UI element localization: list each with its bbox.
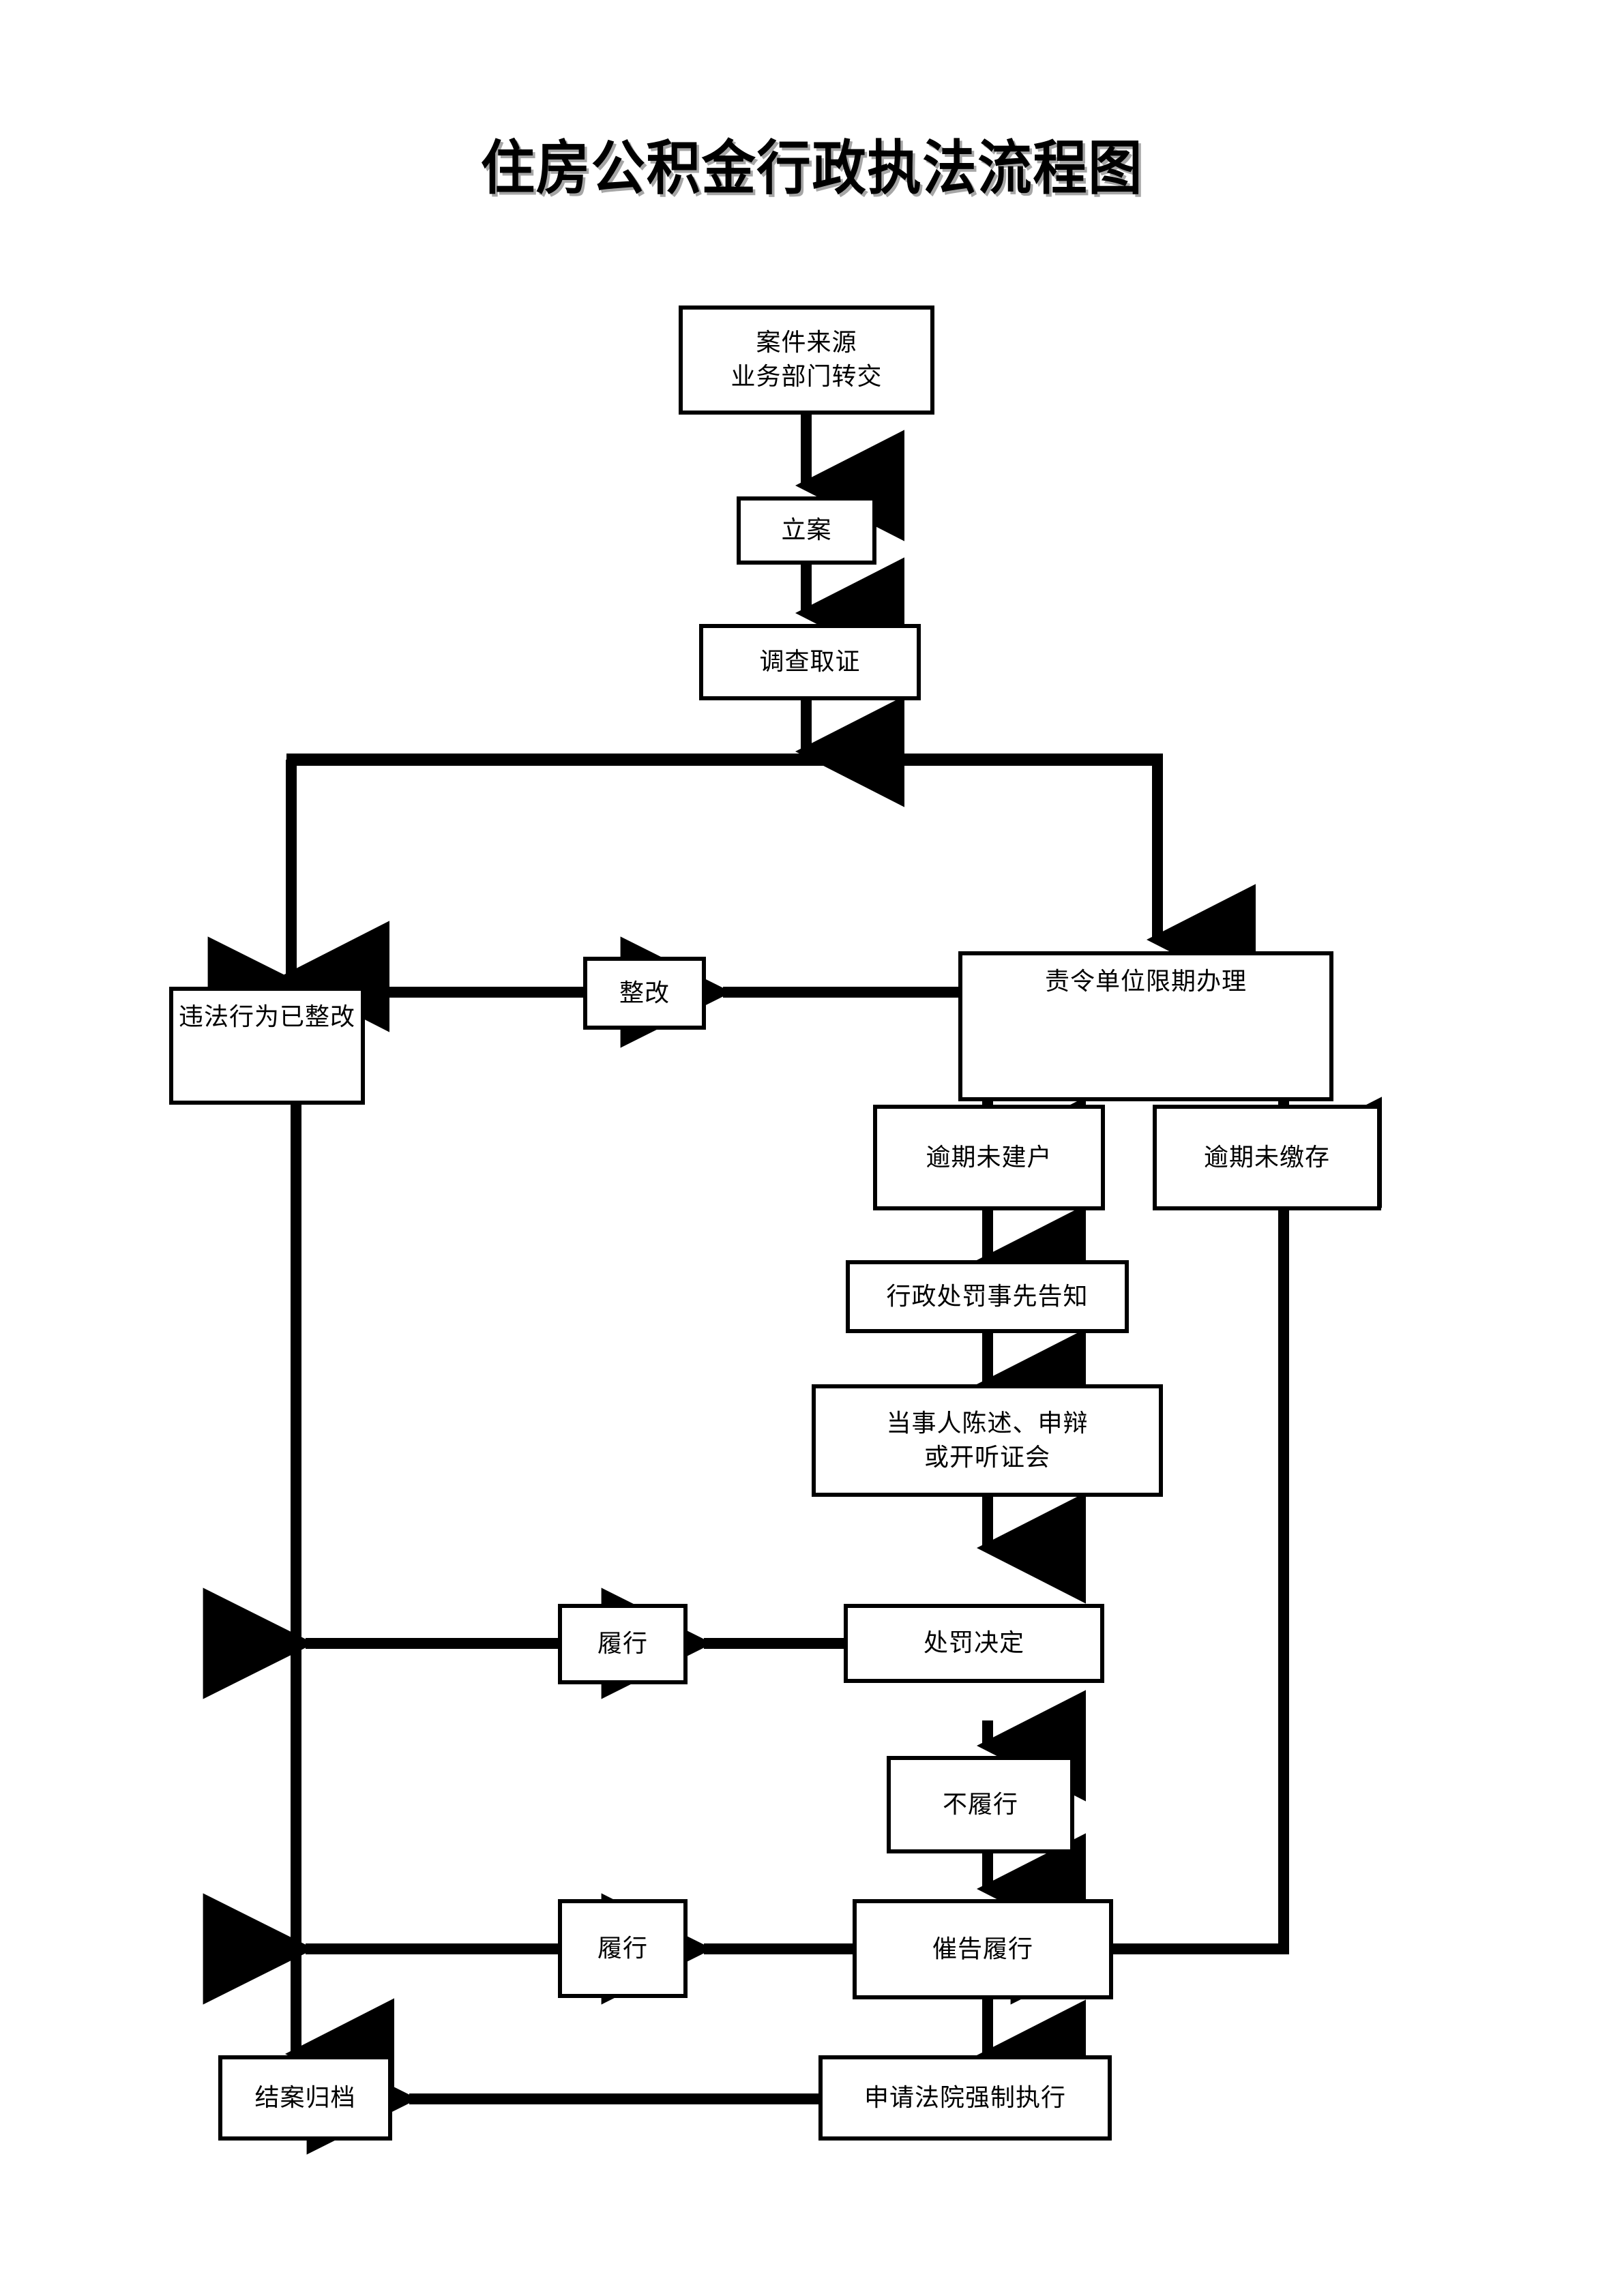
node-penalty-decision: 处罚决定 [844,1604,1104,1683]
node-case-filing: 立案 [737,496,876,565]
node-overdue-no-deposit: 逾期未缴存 [1153,1105,1381,1210]
node-order-deadline: 责令单位限期办理 [958,951,1333,1101]
node-party-statement-hearing: 当事人陈述、申辩 或开听证会 [812,1384,1163,1497]
node-case-closed-archived: 结案归档 [218,2055,392,2141]
node-investigation: 调查取证 [699,624,921,700]
node-perform-after-urging: 履行 [558,1899,688,1998]
node-non-performance: 不履行 [887,1756,1074,1853]
page-title: 住房公积金行政执法流程图 [480,134,1144,203]
node-apply-court-enforcement: 申请法院强制执行 [818,2055,1112,2141]
node-penalty-prior-notice: 行政处罚事先告知 [846,1260,1129,1333]
node-violation-rectified: 违法行为已整改 [169,987,365,1105]
node-case-source: 案件来源 业务部门转交 [679,305,934,415]
node-urge-performance: 催告履行 [853,1899,1113,1999]
node-rectification: 整改 [583,957,706,1030]
node-overdue-no-account: 逾期未建户 [873,1105,1105,1210]
node-perform-after-decision: 履行 [558,1604,688,1684]
